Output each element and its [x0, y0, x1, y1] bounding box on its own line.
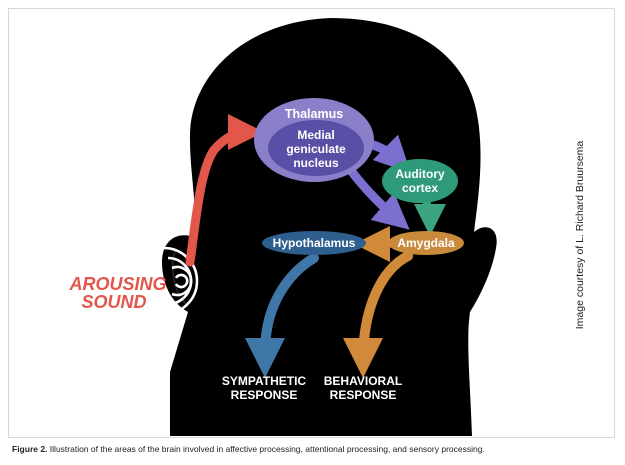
caption-label: Figure 2. — [12, 444, 48, 454]
hypothalamus-to-sympathetic-arrow — [245, 253, 319, 378]
hypothalamus-label: Hypothalamus — [273, 236, 356, 250]
auditory-label-1: Auditory — [395, 167, 445, 181]
mgn-node — [268, 120, 364, 176]
amygdala-label: Amygdala — [397, 236, 455, 250]
amygdala-node — [388, 231, 464, 255]
thalamus-to-amygdala-arrow — [347, 167, 410, 230]
sound-to-thalamus-arrow — [185, 114, 264, 267]
figure-caption: Figure 2. Illustration of the areas of t… — [12, 444, 612, 454]
arousing-sound-label-1: AROUSING — [68, 274, 166, 294]
mgn-label-1: Medial — [297, 128, 334, 142]
mgn-label-3: nucleus — [293, 156, 339, 170]
auditory-label-2: cortex — [402, 181, 438, 195]
caption-text: Illustration of the areas of the brain i… — [47, 444, 485, 454]
arousing-sound-label-2: SOUND — [81, 292, 146, 312]
behavioral-response-label-2: RESPONSE — [330, 388, 397, 402]
behavioral-response-label-1: BEHAVIORAL — [324, 374, 402, 388]
amygdala-to-behavioral-arrow — [343, 251, 413, 378]
hypothalamus-node — [262, 231, 366, 255]
image-credit-text: Image courtesy of L. Richard Bruursema — [574, 140, 586, 330]
auditory-to-amygdala-arrow — [413, 196, 446, 236]
mgn-label-2: geniculate — [286, 142, 346, 156]
sympathetic-response-label-1: SYMPATHETIC — [222, 374, 307, 388]
auditory-cortex-node — [382, 159, 458, 203]
sound-waves — [163, 246, 199, 316]
sympathetic-response-label-2: RESPONSE — [231, 388, 298, 402]
thalamus-label: Thalamus — [285, 107, 343, 121]
brain-diagram: Thalamus Medial geniculate nucleus Audit… — [68, 18, 497, 436]
